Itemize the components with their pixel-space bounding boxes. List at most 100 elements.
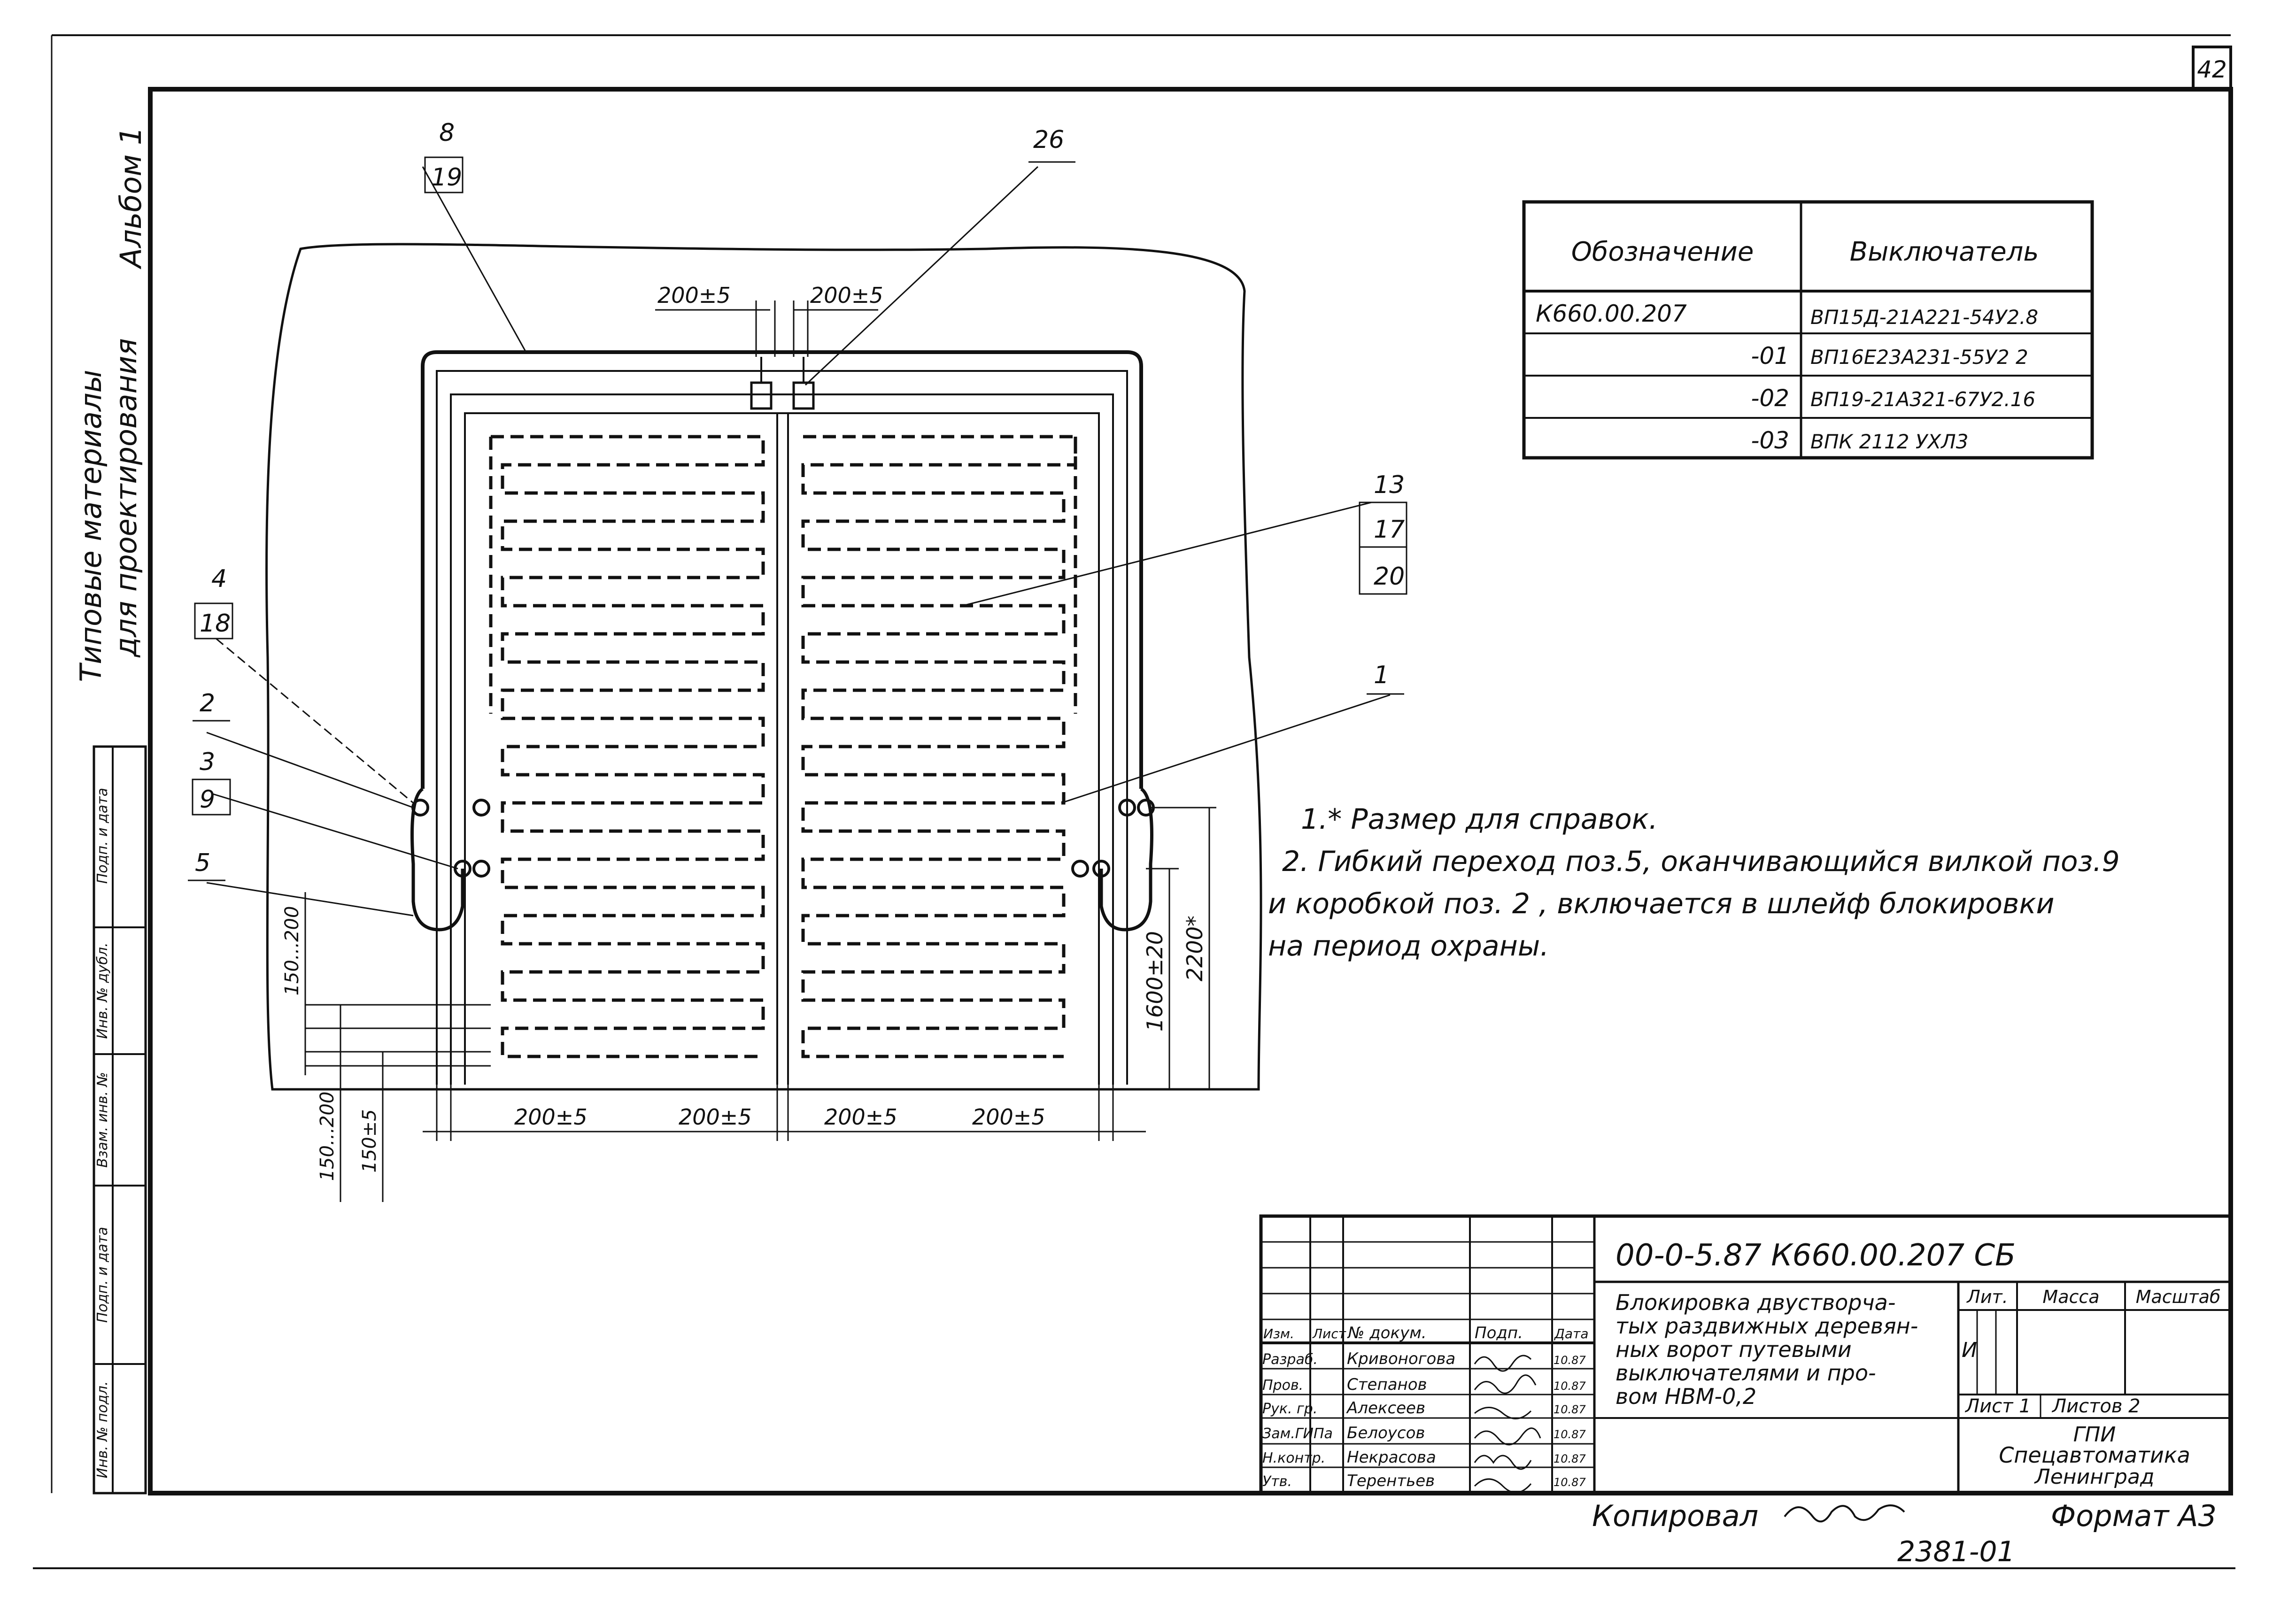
sheets-label: Листов 2: [2051, 1395, 2141, 1417]
col-doc: № докум.: [1347, 1324, 1427, 1342]
spec-row2-designation: -01: [1751, 342, 1789, 370]
inner-frame: [148, 87, 2233, 1495]
top-dimensions: 200±5 200±5: [655, 283, 883, 357]
date-5: 10.87: [1554, 1452, 1586, 1465]
org-line-2: Спецавтоматика: [1999, 1442, 2190, 1468]
left-leaf-serpentine: [489, 435, 765, 1058]
callout-4: 4: [211, 565, 227, 593]
sheet-label: Лист 1: [1964, 1395, 2031, 1417]
right-dimensions: 1600±20 2200*: [1142, 807, 1216, 1089]
dim-bottom-1: 200±5: [514, 1104, 588, 1130]
name-6: Терентьев: [1347, 1472, 1435, 1490]
lit-value: И: [1962, 1338, 1977, 1362]
col-date: Дата: [1554, 1326, 1589, 1341]
signature-3: [1474, 1407, 1532, 1419]
wall-opening-outline: [265, 243, 1262, 1091]
spec-row3-switch: ВП19-21А321-67У2.16: [1810, 388, 2035, 411]
spec-header-switch: Выключатель: [1850, 237, 2039, 267]
stamp-inv-dup: Инв. № дубл.: [94, 942, 111, 1039]
col-list: Лист: [1312, 1326, 1346, 1341]
spec-table: Обозначение Выключатель К660.00.207 ВП15…: [1522, 200, 2094, 460]
role-1: Разраб.: [1262, 1351, 1318, 1368]
note-2-line-1: 2. Гибкий переход поз.5, оканчивающийся …: [1282, 845, 2120, 878]
stamp-sign-date-1: Подп. и дата: [94, 1227, 111, 1323]
callout-5: 5: [195, 849, 210, 877]
col-sign: Подп.: [1475, 1324, 1523, 1342]
doc-name-line-4: выключателями и про-: [1616, 1360, 1876, 1386]
callout-13: 13: [1374, 471, 1405, 499]
dim-bottom-2: 200±5: [679, 1104, 752, 1130]
spec-row4-switch: ВПК 2112 УХЛ3: [1810, 430, 1968, 453]
name-4: Белоусов: [1347, 1424, 1425, 1442]
role-3: Рук. гр.: [1262, 1401, 1317, 1417]
callout-box-19: [424, 156, 464, 193]
title-block: 00-0-5.87 К660.00.207 СБ Блокировка двус…: [1259, 1214, 2233, 1495]
stamp-replace-inv: Взам. инв. №: [94, 1072, 111, 1168]
doc-name-line-1: Блокировка двустворча-: [1616, 1290, 1895, 1315]
name-1: Кривоногова: [1347, 1349, 1455, 1368]
callout-18: 18: [200, 609, 231, 638]
signature-2: [1474, 1374, 1537, 1394]
stamp-inv-orig: Инв. № подл.: [94, 1381, 111, 1479]
note-2-line-3: на период охраны.: [1268, 930, 1549, 963]
flexible-transition-left: [410, 787, 490, 932]
signature-5: [1474, 1455, 1532, 1470]
callout-19: 19: [431, 163, 462, 192]
bottom-dimensions: 200±5 200±5 200±5 200±5: [423, 1085, 1146, 1141]
date-3: 10.87: [1554, 1403, 1586, 1416]
dim-left-vertical: 150...200: [281, 906, 303, 996]
right-leaf-serpentine: [801, 435, 1077, 1058]
doc-code: 00-0-5.87 К660.00.207 СБ: [1616, 1238, 2016, 1273]
stamp-sign-date-2: Подп. и дата: [94, 788, 111, 884]
signature-1: [1474, 1355, 1532, 1372]
org-line-3: Ленинград: [2034, 1465, 2155, 1489]
dim-right-2: 2200*: [1182, 916, 1207, 981]
callout-box-18: [194, 602, 233, 640]
archive-number: 2381-01: [1897, 1535, 2015, 1568]
side-title-line-2: для проектирования: [109, 338, 143, 657]
callout-26: 26: [1033, 126, 1064, 154]
side-title-line-1: Типовые материалы: [74, 370, 108, 682]
lit-label: Лит.: [1966, 1287, 2008, 1307]
signature-4: [1474, 1427, 1541, 1446]
spec-row2-switch: ВП16Е23А231-55У2 2: [1810, 346, 2028, 369]
side-album-label: Альбом 1: [114, 127, 148, 270]
callout-3: 3: [200, 748, 215, 776]
sheet-number-box: [2192, 46, 2232, 91]
dim-bottom-4: 200±5: [972, 1104, 1045, 1130]
date-1: 10.87: [1554, 1354, 1586, 1367]
dim-bottom-left-1: 150...200: [317, 1092, 338, 1181]
signature-6: [1474, 1478, 1532, 1494]
note-2-line-2: и коробкой поз. 2 , включается в шлейф б…: [1268, 887, 2055, 920]
col-izm: Изм.: [1263, 1326, 1294, 1341]
limit-switch-right: [792, 381, 815, 410]
role-5: Н.контр.: [1262, 1450, 1325, 1466]
copied-by-label: Копировал: [1592, 1499, 1758, 1533]
dim-bottom-left-2: 150±5: [359, 1109, 380, 1172]
name-5: Некрасова: [1347, 1448, 1436, 1467]
role-6: Утв.: [1262, 1473, 1292, 1490]
spec-row4-designation: -03: [1751, 427, 1789, 454]
spec-header-designation: Обозначение: [1571, 237, 1754, 267]
sheet-number: 42: [2197, 56, 2227, 83]
copier-signature: [1784, 1504, 1905, 1523]
format-label: Формат А3: [2051, 1499, 2217, 1533]
role-4: Зам.ГИПа: [1262, 1426, 1333, 1442]
callout-9: 9: [200, 786, 215, 814]
name-3: Алексеев: [1346, 1399, 1425, 1418]
note-1: 1.* Размер для справок.: [1301, 803, 1658, 836]
org-line-1: ГПИ: [2073, 1423, 2116, 1447]
callout-8: 8: [439, 119, 455, 147]
doc-name-line-2: тых раздвижных деревян-: [1616, 1313, 1918, 1339]
left-stamp: Инв. № подл. Подп. и дата Взам. инв. № И…: [93, 745, 147, 1495]
date-6: 10.87: [1554, 1476, 1586, 1489]
callout-2: 2: [200, 689, 215, 717]
callout-17: 17: [1374, 516, 1405, 544]
doc-name-line-5: вом НВМ-0,2: [1616, 1384, 1756, 1409]
callout-1: 1: [1374, 661, 1389, 689]
spec-row3-designation: -02: [1751, 385, 1789, 412]
dim-right-1: 1600±20: [1142, 931, 1167, 1032]
left-dimensions: 150...200 150...200 150±5: [281, 892, 491, 1202]
scale-label: Масштаб: [2136, 1287, 2221, 1307]
